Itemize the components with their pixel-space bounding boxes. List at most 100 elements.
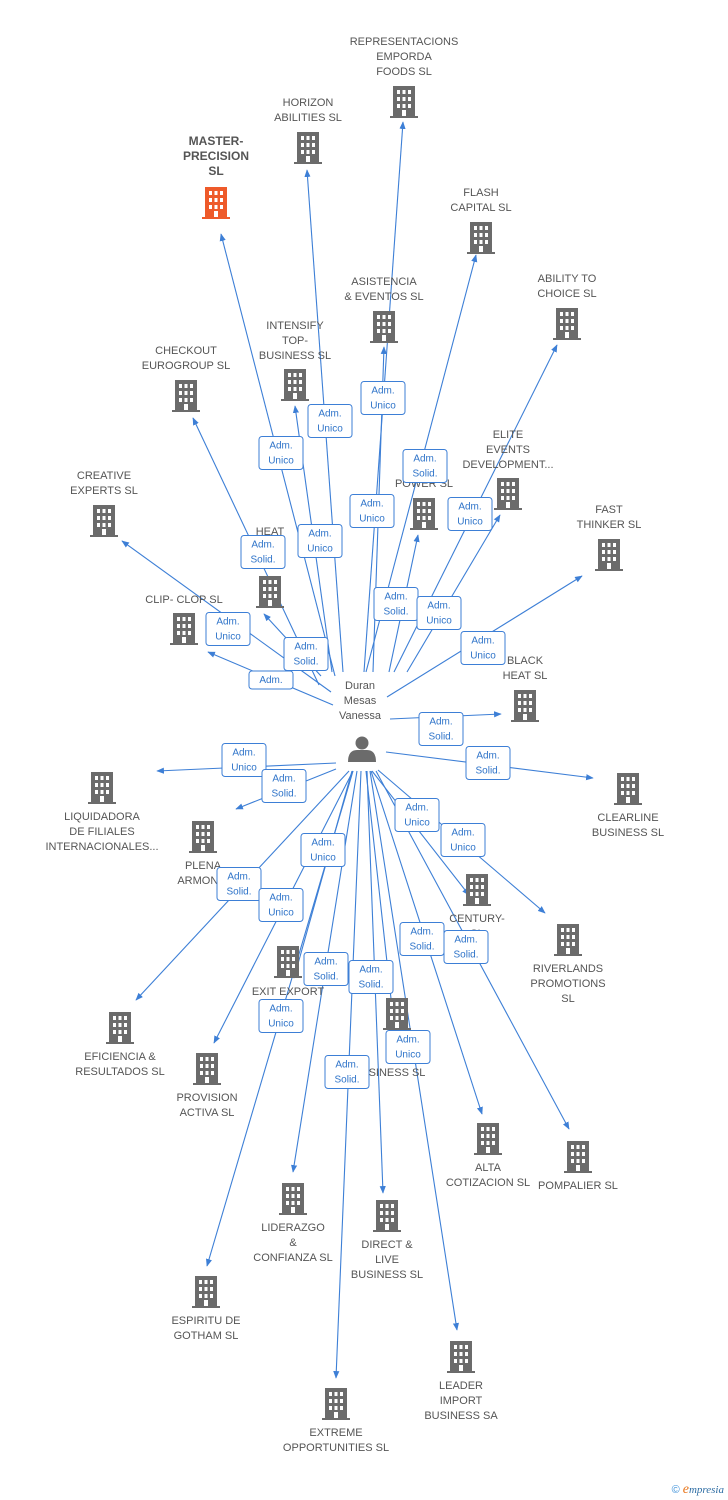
relation-box xyxy=(447,497,493,531)
relation-text: Adm. xyxy=(360,499,383,510)
building-icon xyxy=(447,1341,475,1373)
company-label-line: BUSINESS SL xyxy=(592,827,664,839)
relation-text: Unico xyxy=(395,1050,421,1061)
relation-box xyxy=(416,596,462,630)
company-label-line: PROMOTIONS xyxy=(530,978,605,990)
relation-label[interactable]: Adm.Solid. xyxy=(373,587,419,621)
company-node-elite[interactable]: ELITEEVENTSDEVELOPMENT... xyxy=(462,429,554,510)
person-name-line: Vanessa xyxy=(339,710,382,722)
relation-label[interactable]: Adm.Solid. xyxy=(216,867,262,901)
relation-label[interactable]: Adm.Unico xyxy=(300,833,346,867)
company-label-line: SINESS SL xyxy=(369,1067,426,1079)
relation-label[interactable]: Adm.Solid. xyxy=(324,1055,370,1089)
company-node-asistencia[interactable]: ASISTENCIA& EVENTOS SL xyxy=(344,276,424,343)
relation-label[interactable]: Adm.Unico xyxy=(385,1030,431,1064)
company-label-line: SL xyxy=(561,993,574,1005)
relation-label[interactable]: Adm.Solid. xyxy=(261,769,307,803)
relation-label[interactable]: Adm.Solid. xyxy=(303,952,349,986)
relation-text: Adm. xyxy=(476,751,499,762)
relation-label[interactable]: Adm.Solid. xyxy=(443,930,489,964)
relation-text: Adm. xyxy=(251,540,274,551)
company-label-line: BUSINESS SL xyxy=(351,1269,423,1281)
company-node-eficiencia[interactable]: EFICIENCIA &RESULTADOS SL xyxy=(75,1012,165,1078)
relation-text: Adm. xyxy=(429,717,452,728)
relation-label[interactable]: Adm.Unico xyxy=(416,596,462,630)
relation-label[interactable]: Adm.Solid. xyxy=(399,922,445,956)
relation-label[interactable]: Adm.Unico xyxy=(221,743,267,777)
relation-text: Unico xyxy=(450,843,476,854)
relation-label[interactable]: Adm. xyxy=(248,670,294,690)
relation-label[interactable]: Adm.Solid. xyxy=(283,637,329,671)
company-node-power[interactable]: POWER SL xyxy=(395,478,453,530)
relation-label[interactable]: Adm.Unico xyxy=(258,888,304,922)
relation-text: Adm. xyxy=(272,774,295,785)
relation-edge xyxy=(371,770,470,896)
company-label-line: MASTER- xyxy=(189,134,244,148)
company-node-liderazgo[interactable]: LIDERAZGO&CONFIANZA SL xyxy=(253,1183,333,1264)
relation-label[interactable]: Adm.Unico xyxy=(360,381,406,415)
relation-label[interactable]: Adm.Solid. xyxy=(402,449,448,483)
building-icon xyxy=(90,505,118,537)
relation-label[interactable]: Adm.Unico xyxy=(440,823,486,857)
company-node-pompalier[interactable]: POMPALIER SL xyxy=(538,1141,618,1192)
relation-label[interactable]: Adm.Unico xyxy=(258,999,304,1033)
relation-box xyxy=(261,769,307,803)
relation-label[interactable]: Adm.Unico xyxy=(349,494,395,528)
relation-text: Unico xyxy=(307,544,333,555)
relation-text: Solid. xyxy=(383,607,408,618)
relation-text: Adm. xyxy=(269,1004,292,1015)
relation-labels: Adm.UnicoAdm.UnicoAdm.UnicoAdm.Solid.Adm… xyxy=(205,381,511,1089)
relation-text: Adm. xyxy=(413,454,436,465)
relation-label[interactable]: Adm.Unico xyxy=(460,631,506,665)
building-icon xyxy=(467,222,495,254)
relation-text: Solid. xyxy=(334,1075,359,1086)
relation-label[interactable]: Adm.Unico xyxy=(394,798,440,832)
relation-box xyxy=(360,381,406,415)
company-node-clipclop[interactable]: CLIP- CLOP SL xyxy=(145,594,223,645)
relation-label[interactable]: Adm.Solid. xyxy=(465,746,511,780)
company-label-line: EXPERTS SL xyxy=(70,485,138,497)
relation-label[interactable]: Adm.Unico xyxy=(258,436,304,470)
company-node-clearline[interactable]: CLEARLINE BUSINESS SL xyxy=(592,773,664,839)
relation-box xyxy=(240,535,286,569)
building-icon xyxy=(370,311,398,343)
relation-label[interactable]: Adm.Solid. xyxy=(418,712,464,746)
relation-box xyxy=(324,1055,370,1089)
relation-label[interactable]: Adm.Unico xyxy=(297,524,343,558)
relation-label[interactable]: Adm.Unico xyxy=(307,404,353,438)
building-icon xyxy=(256,576,284,608)
relation-box xyxy=(258,888,304,922)
footer-brand[interactable]: ©empresia xyxy=(672,1482,724,1498)
company-label-line: EMPORDA xyxy=(376,51,432,63)
relation-text: Unico xyxy=(370,401,396,412)
building-icon xyxy=(88,772,116,804)
relation-label[interactable]: Adm.Solid. xyxy=(240,535,286,569)
company-label-line: DE FILIALES xyxy=(69,826,134,838)
company-label-line: EFICIENCIA & xyxy=(84,1051,156,1063)
relation-label[interactable]: Adm.Unico xyxy=(205,612,251,646)
company-label-line: CLEARLINE xyxy=(597,812,658,824)
copyright-symbol: © xyxy=(671,1484,680,1496)
relation-label[interactable]: Adm.Solid. xyxy=(348,960,394,994)
relation-label[interactable]: Adm.Unico xyxy=(447,497,493,531)
